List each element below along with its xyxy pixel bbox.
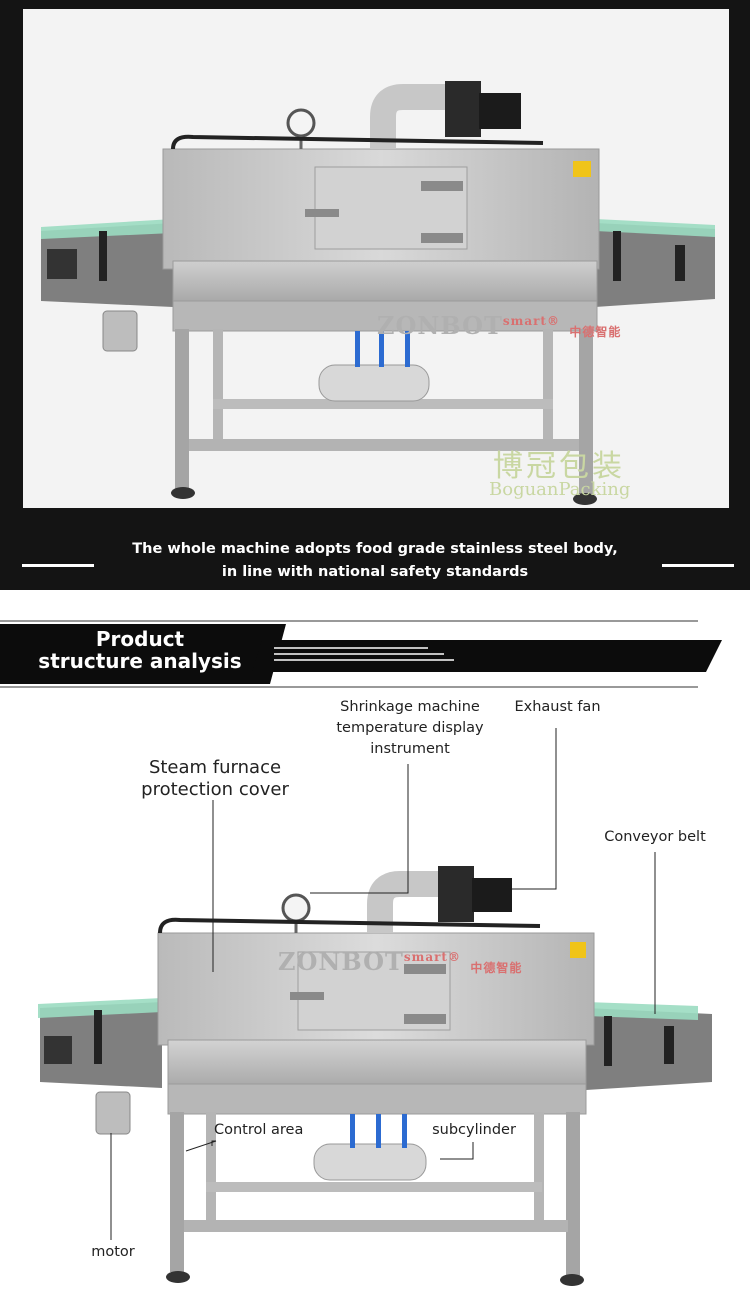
section-title-line-2: structure analysis	[38, 649, 242, 673]
caption-line-2: in line with national safety standards	[221, 564, 529, 580]
caption-rule-right	[662, 564, 734, 567]
machine-photo: ZONBOTsmart® 中德智能 博冠包装 BoguanPacking	[23, 9, 729, 508]
banner-caption: The whole machine adopts food grade stai…	[0, 538, 750, 584]
label-motor: motor	[91, 1244, 135, 1260]
brand-logo: ZONBOTsmart® 中德智能	[278, 947, 523, 976]
machine-illustration-top	[41, 81, 715, 505]
company-watermark-cn: 博冠包装	[493, 449, 625, 484]
label-conveyor-belt: Conveyor belt	[604, 829, 706, 845]
caption-line-1: The whole machine adopts food grade stai…	[132, 541, 618, 557]
caption-rule-left	[22, 564, 94, 567]
section-header	[0, 620, 722, 688]
section-title: Product structure analysis	[30, 628, 250, 672]
label-subcylinder: subcylinder	[432, 1122, 516, 1138]
brand-watermark: ZONBOTsmart® 中德智能	[377, 311, 622, 340]
company-watermark-en: BoguanPacking	[489, 479, 631, 500]
label-steam-furnace-cover: Steam furnace protection cover	[141, 757, 289, 800]
section-title-line-1: Product	[95, 627, 185, 651]
callout-lines	[110, 728, 656, 1240]
label-exhaust-fan: Exhaust fan	[514, 699, 601, 715]
label-temperature-display: Shrinkage machine temperature display in…	[336, 699, 484, 757]
structure-diagram	[38, 728, 712, 1286]
label-control-area: Control area	[214, 1122, 304, 1138]
